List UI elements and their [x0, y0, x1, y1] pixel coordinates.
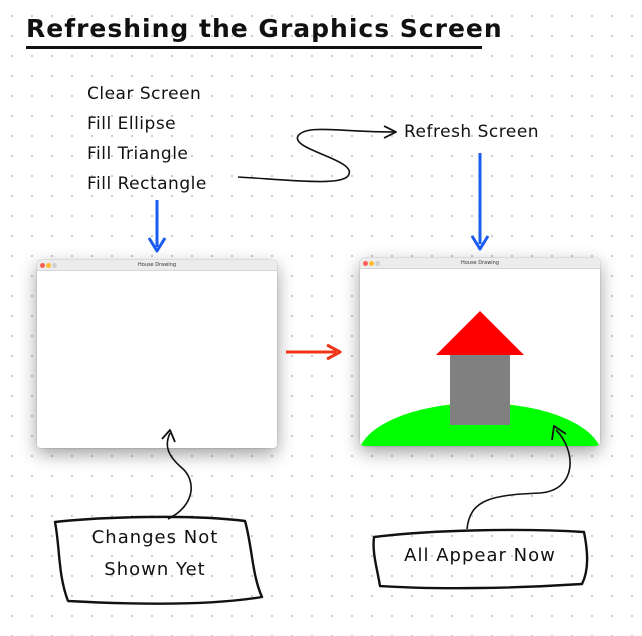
- window-title: House Drawing: [460, 260, 500, 266]
- blank-canvas: [37, 271, 277, 448]
- squiggle-connector: [237, 128, 396, 183]
- minimize-dot-icon[interactable]: [46, 263, 51, 268]
- title-underline: [26, 46, 482, 49]
- callout-line-1: Changes Not: [91, 527, 219, 548]
- step-fill-triangle: Fill Triangle: [87, 144, 189, 164]
- house-rectangle: [450, 355, 510, 425]
- callout-changes-not-shown: Changes Not Shown Yet: [60, 522, 250, 586]
- callout-line-2: Shown Yet: [104, 559, 206, 580]
- house-canvas: [360, 269, 600, 446]
- callout-all-appear-now: All Appear Now: [404, 545, 556, 566]
- red-arrowhead: [326, 343, 342, 361]
- window-title: House Drawing: [137, 262, 177, 268]
- window-after-refresh: House Drawing: [360, 258, 600, 446]
- step-fill-ellipse: Fill Ellipse: [87, 114, 177, 134]
- house-drawing: [360, 311, 600, 446]
- blue-arrowhead-right: [470, 235, 490, 251]
- blue-arrowhead-left: [147, 237, 167, 253]
- diagram-title: Refreshing the Graphics Screen: [26, 14, 503, 43]
- close-dot-icon[interactable]: [363, 261, 368, 266]
- refresh-screen-label: Refresh Screen: [404, 122, 540, 142]
- step-list: Clear Screen Fill Ellipse Fill Triangle …: [87, 79, 207, 199]
- step-clear-screen: Clear Screen: [87, 84, 202, 104]
- minimize-dot-icon[interactable]: [369, 261, 374, 266]
- roof-triangle: [436, 311, 524, 355]
- window-titlebar: House Drawing: [360, 258, 600, 269]
- zoom-dot-icon[interactable]: [52, 263, 57, 268]
- squiggle-arrowhead: [383, 125, 397, 139]
- window-before-refresh: House Drawing: [37, 260, 277, 448]
- close-dot-icon[interactable]: [40, 263, 45, 268]
- step-fill-rectangle: Fill Rectangle: [87, 174, 207, 194]
- window-titlebar: House Drawing: [37, 260, 277, 271]
- zoom-dot-icon[interactable]: [375, 261, 380, 266]
